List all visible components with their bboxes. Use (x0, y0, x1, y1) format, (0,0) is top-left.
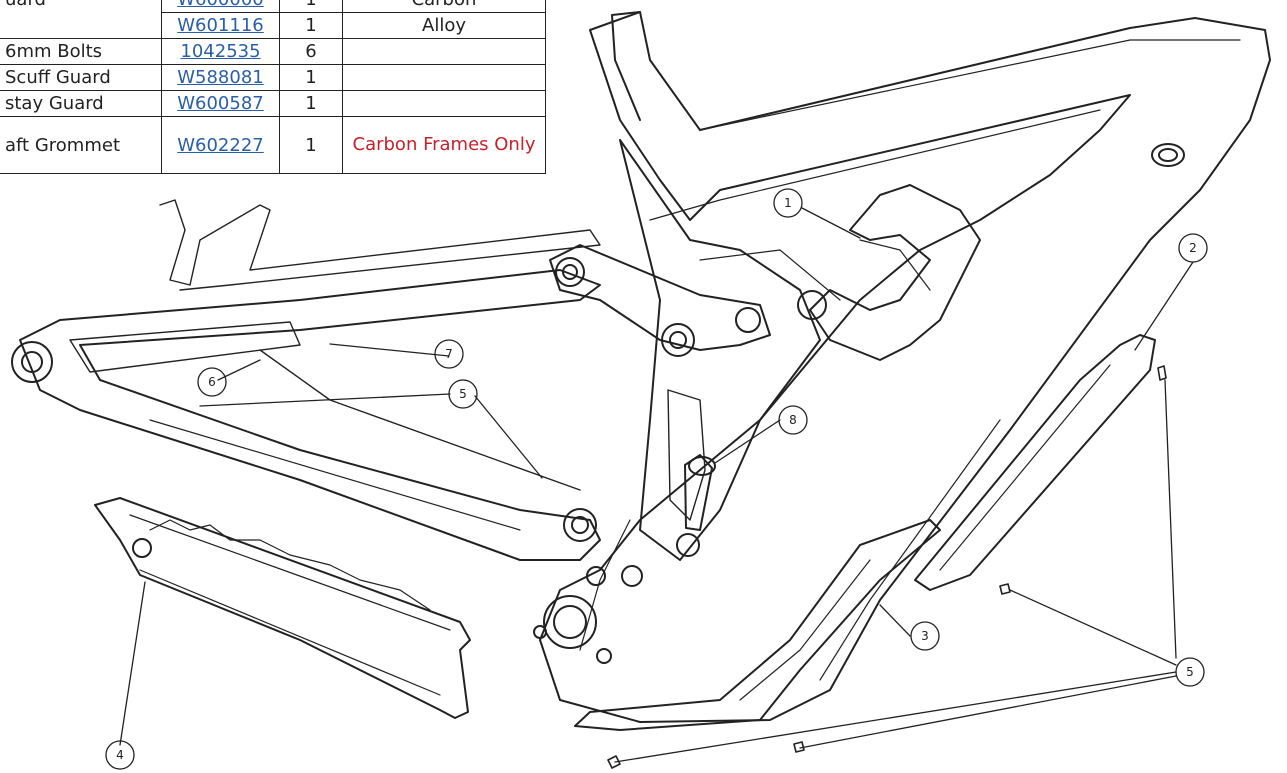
note-cell (342, 38, 546, 65)
callout-1: 1 (773, 188, 803, 218)
callout-7-label: 7 (445, 347, 453, 361)
bolt-shapes (607, 365, 1167, 769)
part-4-shape (94, 497, 471, 719)
part-2-shape (914, 334, 1156, 591)
part-number-cell: W600000 (161, 0, 280, 13)
table-row: stay Guard W600587 1 (0, 90, 546, 117)
callout-1-label: 1 (784, 196, 792, 210)
leader-lines (119, 207, 1194, 763)
callout-5-bolts-label: 5 (1186, 665, 1194, 679)
table-row: aft Grommet W602227 1 Carbon Frames Only (0, 116, 546, 174)
seat-tube (619, 139, 821, 561)
part-name: Scuff Guard (0, 64, 162, 91)
qty-cell: 1 (279, 0, 343, 13)
part-name: 6mm Bolts (0, 38, 162, 65)
callout-8-label: 8 (789, 413, 797, 427)
table-row: W601116 1 Alloy (0, 12, 546, 39)
note-cell-carbon-only: Carbon Frames Only (342, 116, 546, 174)
swingarm (11, 199, 601, 561)
part-number-cell: W602227 (161, 116, 280, 174)
part-name: aft Grommet (0, 116, 162, 174)
part-name: uard (0, 0, 162, 39)
qty-cell: 1 (279, 64, 343, 91)
callout-5-bolts: 5 (1175, 657, 1205, 687)
qty-cell: 1 (279, 90, 343, 117)
callout-5-label: 5 (459, 387, 467, 401)
table-row: 6mm Bolts 1042535 6 (0, 38, 546, 65)
note-cell: Alloy (342, 12, 546, 39)
part-number-cell: W600587 (161, 90, 280, 117)
callout-6: 6 (197, 367, 227, 397)
part-number-link[interactable]: W600000 (177, 0, 264, 10)
callout-6-label: 6 (208, 375, 216, 389)
callout-3: 3 (910, 621, 940, 651)
callout-8: 8 (778, 405, 808, 435)
part-number-cell: W601116 (161, 12, 280, 39)
part-number-link[interactable]: W600587 (177, 93, 264, 114)
qty-cell: 6 (279, 38, 343, 65)
part-name: stay Guard (0, 90, 162, 117)
callout-4-label: 4 (116, 748, 124, 762)
callout-5-frame: 5 (448, 379, 478, 409)
qty-cell: 1 (279, 12, 343, 39)
part-number-link[interactable]: W602227 (177, 134, 264, 156)
note-cell (342, 64, 546, 91)
qty-cell: 1 (279, 116, 343, 174)
part-number-link[interactable]: 1042535 (180, 41, 261, 62)
part-1-shape (809, 184, 981, 361)
callout-2: 2 (1178, 233, 1208, 263)
table-row: uard W600000 1 Carbon (0, 0, 546, 39)
note-cell (342, 90, 546, 117)
callout-3-label: 3 (921, 629, 929, 643)
parts-table: uard W600000 1 Carbon W601116 1 Alloy 6m… (0, 0, 546, 174)
callout-4: 4 (105, 740, 135, 770)
part-number-cell: W588081 (161, 64, 280, 91)
part-number-link[interactable]: W588081 (177, 67, 264, 88)
part-number-cell: 1042535 (161, 38, 280, 65)
callout-2-label: 2 (1189, 241, 1197, 255)
part-3-shape (574, 519, 941, 731)
bottom-bracket (533, 565, 643, 664)
note-cell: Carbon (342, 0, 546, 13)
main-frame (539, 11, 1271, 723)
table-row: Scuff Guard W588081 1 (0, 64, 546, 91)
callout-7: 7 (434, 339, 464, 369)
part-8-shape (676, 454, 716, 557)
part-number-link[interactable]: W601116 (177, 15, 264, 36)
rocker-link (549, 244, 827, 357)
